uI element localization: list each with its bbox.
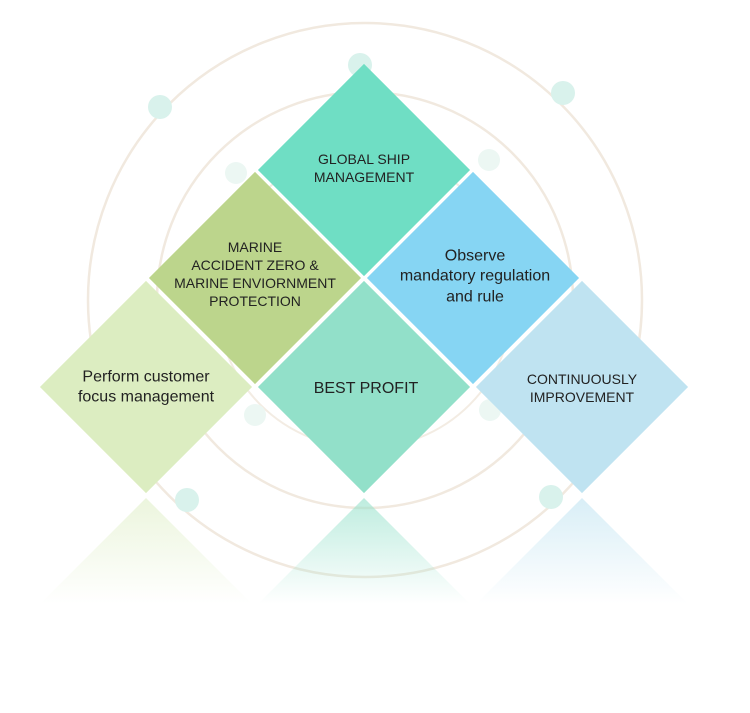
ring-dot xyxy=(244,404,266,426)
ring-dot xyxy=(551,81,575,105)
ring-dot xyxy=(148,95,172,119)
label-observe-regulation: Observe mandatory regulation and rule xyxy=(399,247,551,306)
label-customer-focus: Perform customer focus management xyxy=(77,368,215,406)
label-continuous-improvement: CONTINUOUSLY IMPROVEMENT xyxy=(526,371,638,405)
ring-dot xyxy=(539,485,563,509)
reflection-customer-focus xyxy=(40,498,252,604)
label-marine-accident-zero: MARINE ACCIDENT ZERO & MARINE ENVIORNMEN… xyxy=(174,239,336,309)
reflection-best-profit xyxy=(258,498,470,604)
ring-dot xyxy=(478,149,500,171)
ring-dot xyxy=(175,488,199,512)
ring-dot xyxy=(225,162,247,184)
label-global-ship-management: GLOBAL SHIP MANAGEMENT xyxy=(313,151,415,185)
label-best-profit: BEST PROFIT xyxy=(313,379,419,397)
reflection-continuous-improvement xyxy=(476,498,688,604)
